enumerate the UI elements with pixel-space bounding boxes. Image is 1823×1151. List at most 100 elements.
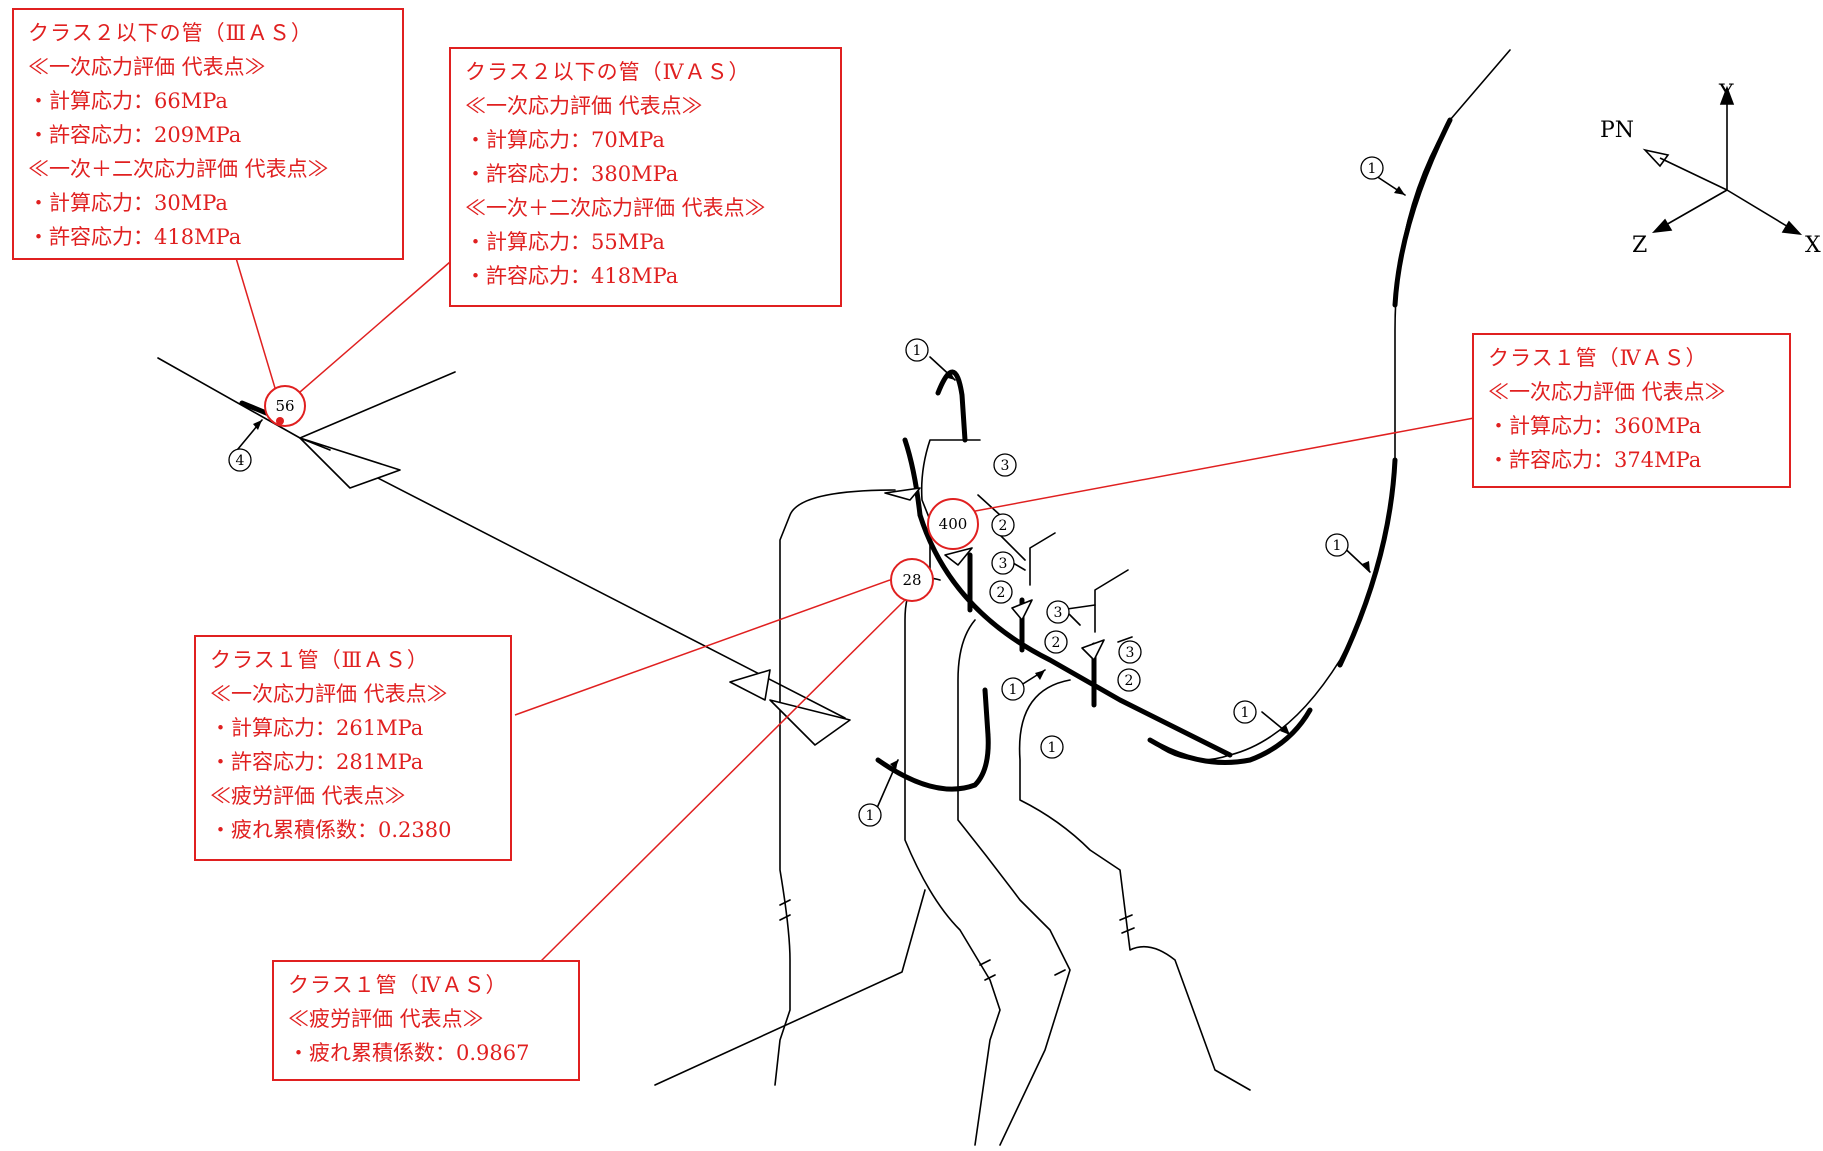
marker-3-d-label: 3: [1126, 645, 1135, 661]
leader-node28-box5: [539, 599, 906, 963]
marker-3-c: [1046, 600, 1070, 624]
marker-1-b: [1360, 156, 1384, 180]
leader-lines: [232, 171, 1406, 809]
valve-mid: [729, 669, 851, 746]
box-line: ・許容応力：380MPa: [465, 162, 679, 186]
pipe-main-thick-tail: [1147, 707, 1313, 765]
box-title: クラス１管（ⅢＡＳ）: [210, 648, 429, 672]
box-line: ・許容応力：418MPa: [28, 225, 242, 249]
leader-node56-box1: [235, 257, 279, 399]
box-title: クラス２以下の管（ⅢＡＳ）: [28, 21, 313, 45]
pipe-top-thick: [935, 369, 968, 443]
axis-y-label: Y: [1718, 81, 1734, 106]
leader-node400-box3: [969, 417, 1475, 513]
marker-1-e-label: 1: [866, 808, 875, 824]
node-28-label: 28: [902, 571, 921, 589]
marker-3-d: [1118, 640, 1142, 664]
axis-z-arrow: [1651, 218, 1673, 234]
node-400-circle: [927, 498, 979, 550]
node-400-label: 400: [939, 515, 968, 533]
marker-1-f-label: 1: [1009, 682, 1018, 698]
marker-4-label: 4: [236, 453, 245, 469]
flow-arrow-4: [1081, 639, 1105, 661]
pipe-left-branch: [299, 371, 456, 439]
pipe-top-loop: [920, 439, 981, 581]
flow-arrow-1: [884, 487, 921, 501]
pipe-bottom-thick: [875, 732, 991, 792]
box-title: クラス２以下の管（ⅣＡＳ）: [465, 60, 751, 84]
marker-3-b: [991, 551, 1015, 575]
stress-box-class1-4as-fatigue: クラス１管（ⅣＡＳ） ≪疲労評価 代表点≫ ・疲れ累積係数：0.9867: [272, 960, 580, 1081]
pipe-lower-left-diagonal: [654, 889, 926, 1086]
marker-3-a: [993, 453, 1017, 477]
box-line: ≪疲労評価 代表点≫: [210, 784, 406, 808]
marker-1-a: [905, 338, 929, 362]
pipe-mid-3: [1018, 679, 1251, 1091]
box-line: ・許容応力：418MPa: [465, 264, 679, 288]
box-line: ≪疲労評価 代表点≫: [288, 1007, 484, 1031]
flow-arrow-3: [1011, 599, 1033, 621]
marker-1-d: [1233, 700, 1257, 724]
leader-node28-box4: [514, 579, 891, 716]
box-line: ・計算応力：70MPa: [465, 128, 665, 152]
box-line: ≪一次応力評価 代表点≫: [1488, 380, 1726, 404]
pipe-right-thick-2: [1337, 457, 1398, 668]
marker-1-g-label: 1: [1048, 740, 1057, 756]
box-line: ≪一次応力評価 代表点≫: [465, 94, 703, 118]
stress-box-class1-4as-primary: クラス１管（ⅣＡＳ） ≪一次応力評価 代表点≫ ・計算応力：360MPa ・許容…: [1472, 333, 1791, 488]
axis-x-line: [1726, 189, 1791, 229]
marker-1-d-label: 1: [1241, 705, 1250, 721]
box-line: ・計算応力：55MPa: [465, 230, 665, 254]
marker-2-d: [1117, 668, 1141, 692]
stress-box-class1-3as: クラス１管（ⅢＡＳ） ≪一次応力評価 代表点≫ ・計算応力：261MPa ・許容…: [194, 635, 512, 861]
marker-3-b-label: 3: [999, 556, 1008, 572]
marker-2-a: [991, 513, 1015, 537]
marker-1-a-label: 1: [913, 343, 922, 359]
marker-2-b-label: 2: [997, 585, 1006, 601]
node-56-label: 56: [275, 397, 294, 415]
axis-pn-label: PN: [1600, 118, 1634, 143]
flow-arrow-2: [944, 547, 973, 566]
box-line: ≪一次応力評価 代表点≫: [28, 55, 266, 79]
axis-x-label: X: [1805, 233, 1821, 258]
box-line: ・計算応力：261MPa: [210, 716, 424, 740]
pipe-left-loop: [774, 489, 896, 1086]
marker-2-a-label: 2: [999, 518, 1008, 534]
box-line: ≪一次＋二次応力評価 代表点≫: [465, 196, 766, 220]
marker-1-e: [858, 803, 882, 827]
axis-z-line: [1663, 189, 1728, 227]
node-56-circle: [264, 385, 306, 427]
box-line: ・計算応力：66MPa: [28, 89, 228, 113]
box-line: ・疲れ累積係数：0.2380: [210, 818, 452, 842]
pipe-right-riser: [1149, 49, 1511, 761]
box-line: ≪一次応力評価 代表点≫: [210, 682, 448, 706]
box-line: ・許容応力：374MPa: [1488, 448, 1702, 472]
node-56-dot: [276, 417, 284, 425]
marker-3-a-label: 3: [1001, 458, 1010, 474]
box-title: クラス１管（ⅣＡＳ）: [1488, 346, 1708, 370]
stress-box-class2-4as: クラス２以下の管（ⅣＡＳ） ≪一次応力評価 代表点≫ ・計算応力：70MPa ・…: [449, 47, 842, 307]
support-marks: [779, 899, 1135, 981]
pipe-mid-1: [904, 577, 1001, 1146]
box-line: ・疲れ累積係数：0.9867: [288, 1041, 530, 1065]
marker-1-b-label: 1: [1368, 161, 1377, 177]
axis-y-arrow: [1719, 85, 1735, 105]
leader-node56-box2: [299, 261, 451, 393]
pipe-main-thick: [917, 512, 1233, 758]
axis-x-arrow: [1781, 220, 1803, 236]
pipe-vertical-thick: [982, 687, 991, 738]
leader-arrowheads: [253, 186, 1405, 770]
stress-box-class2-3as: クラス２以下の管（ⅢＡＳ） ≪一次応力評価 代表点≫ ・計算応力：66MPa ・…: [12, 8, 404, 260]
pipe-branch-stub-2: [1094, 569, 1129, 633]
box-line: ・許容応力：281MPa: [210, 750, 424, 774]
node-28-circle: [890, 558, 934, 602]
axis-z-label: Z: [1632, 233, 1647, 258]
box-line: ・許容応力：209MPa: [28, 123, 242, 147]
pipe-left-thick: [902, 437, 923, 518]
marker-1-c-label: 1: [1333, 538, 1342, 554]
box-line: ・計算応力：30MPa: [28, 191, 228, 215]
pipe-branch-stub-1: [1029, 532, 1056, 586]
marker-3-c-label: 3: [1054, 605, 1063, 621]
valve-left: [299, 437, 401, 489]
